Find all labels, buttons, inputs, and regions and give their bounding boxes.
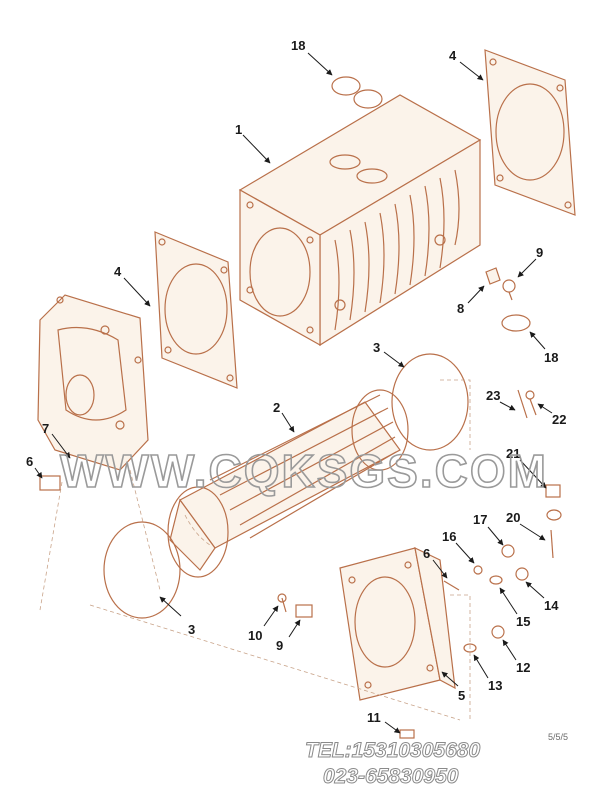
gasket-right [484, 49, 576, 216]
callout-6-left: 6 [26, 454, 33, 469]
callout-10: 10 [248, 628, 262, 643]
bolt-6-left [39, 475, 61, 491]
callout-5: 5 [458, 688, 465, 703]
callout-18-top: 18 [291, 38, 305, 53]
gasket-left [154, 231, 238, 389]
callout-21: 21 [506, 446, 520, 461]
phone-watermark: TEL:15310305680 [305, 739, 480, 762]
corner-mark: 5/5/5 [548, 732, 568, 742]
site-watermark: WWW.CQKSGS.COM [60, 445, 548, 497]
alt-phone-watermark: 023-65830950 [323, 765, 459, 788]
callout-18-right: 18 [544, 350, 558, 365]
callout-3-right: 3 [373, 340, 380, 355]
seal-ring-right [391, 353, 469, 451]
callout-16: 16 [442, 529, 456, 544]
cooler-housing [238, 94, 482, 347]
plug-and-screw-right [485, 267, 516, 301]
callout-13: 13 [488, 678, 502, 693]
callout-9-right: 9 [536, 245, 543, 260]
callout-17: 17 [473, 512, 487, 527]
fastener-set-upper-right [517, 389, 562, 559]
o-ring-pair-top [331, 76, 383, 109]
callout-4-left: 4 [114, 264, 122, 279]
callout-23: 23 [486, 388, 500, 403]
callout-14: 14 [544, 598, 559, 613]
callout-8: 8 [457, 301, 464, 316]
end-cover-left [37, 294, 149, 471]
fastener-set-lower-right [443, 544, 529, 653]
bolt-11 [399, 729, 415, 739]
seal-ring-left [103, 521, 181, 619]
alignment-lines [39, 379, 471, 721]
callout-7: 7 [42, 421, 49, 436]
o-ring-right [501, 314, 531, 332]
callout-3-left: 3 [188, 622, 195, 637]
callout-4-right: 4 [449, 48, 457, 63]
callout-15: 15 [516, 614, 530, 629]
plug-and-screw-lower [277, 593, 313, 618]
cooler-core [167, 389, 409, 578]
callout-2: 2 [273, 400, 280, 415]
callout-20: 20 [506, 510, 520, 525]
callout-22: 22 [552, 412, 566, 427]
end-plate [339, 546, 456, 701]
callouts: 18 4 1 9 8 18 4 3 2 23 22 7 6 21 20 3 17… [26, 38, 566, 734]
callout-6-right: 6 [423, 546, 430, 561]
callout-12: 12 [516, 660, 530, 675]
callout-1: 1 [235, 122, 242, 137]
callout-11: 11 [367, 710, 381, 725]
callout-9-lower: 9 [276, 638, 283, 653]
